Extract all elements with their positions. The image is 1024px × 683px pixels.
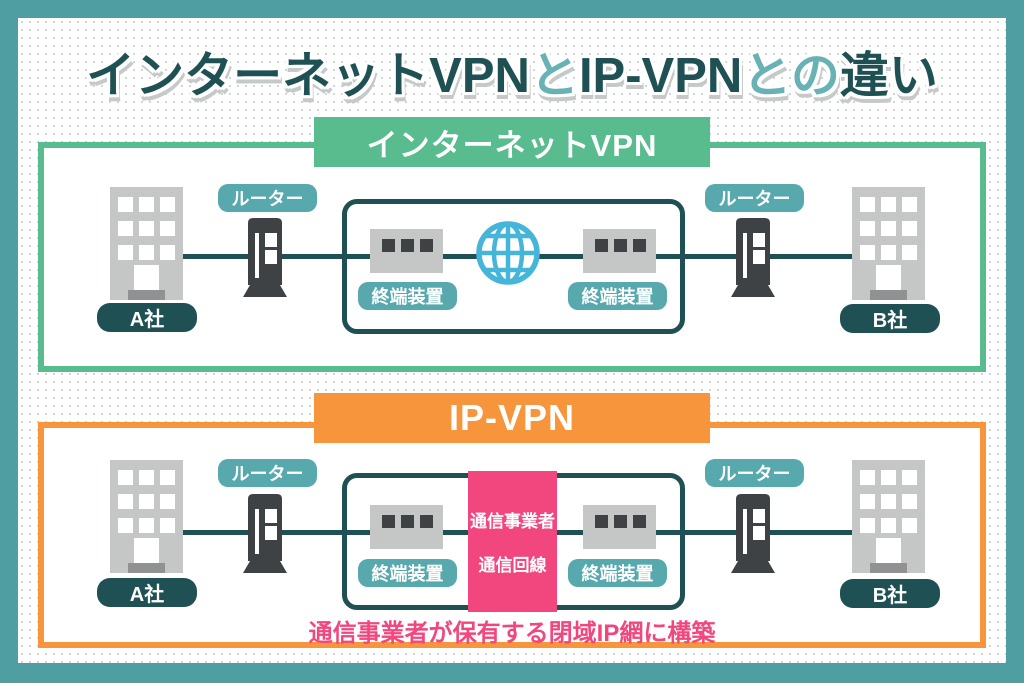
terminal-device-icon [370,505,443,549]
terminal-label-badge: 終端装置 [358,559,457,587]
ip-vpn-header: IP-VPN [314,393,710,443]
globe-internet-icon [474,219,542,287]
carrier-line-text: 通信回線 [478,556,547,575]
company-b-badge: B社 [840,579,940,608]
title-part: との [742,49,840,103]
company-a-badge: A社 [97,578,197,607]
building-icon [110,187,183,300]
terminal-device-icon [583,505,656,549]
building-icon [110,460,183,573]
router-label-badge: ルーター [218,459,317,487]
router-label-badge: ルーター [218,184,317,212]
ip-vpn-caption: 通信事業者が保有する閉域IP網に構築 [308,620,716,647]
terminal-label-badge: 終端装置 [568,559,667,587]
terminal-device-icon [583,229,656,273]
title-part: と [529,49,579,103]
router-icon [731,494,775,573]
building-icon [852,187,925,300]
router-label-badge: ルーター [705,459,804,487]
router-icon [243,494,287,573]
company-a-badge: A社 [97,303,197,332]
carrier-line-text: 通信事業者 [470,512,555,531]
router-icon [243,218,287,297]
page-title: インターネットVPNとIP-VPNとの違い [0,36,1024,107]
internet-vpn-header: インターネットVPN [314,117,710,167]
title-part: IP-VPN [578,49,743,103]
terminal-label-badge: 終端装置 [358,282,457,310]
building-icon [852,460,925,573]
router-icon [731,218,775,297]
terminal-label-badge: 終端装置 [568,282,667,310]
title-part: 違い [839,49,938,103]
carrier-line-box: 通信事業者 通信回線 [468,471,557,612]
title-part: インターネットVPN [86,49,530,103]
terminal-device-icon [370,229,443,273]
company-b-badge: B社 [840,304,940,333]
router-label-badge: ルーター [705,184,804,212]
